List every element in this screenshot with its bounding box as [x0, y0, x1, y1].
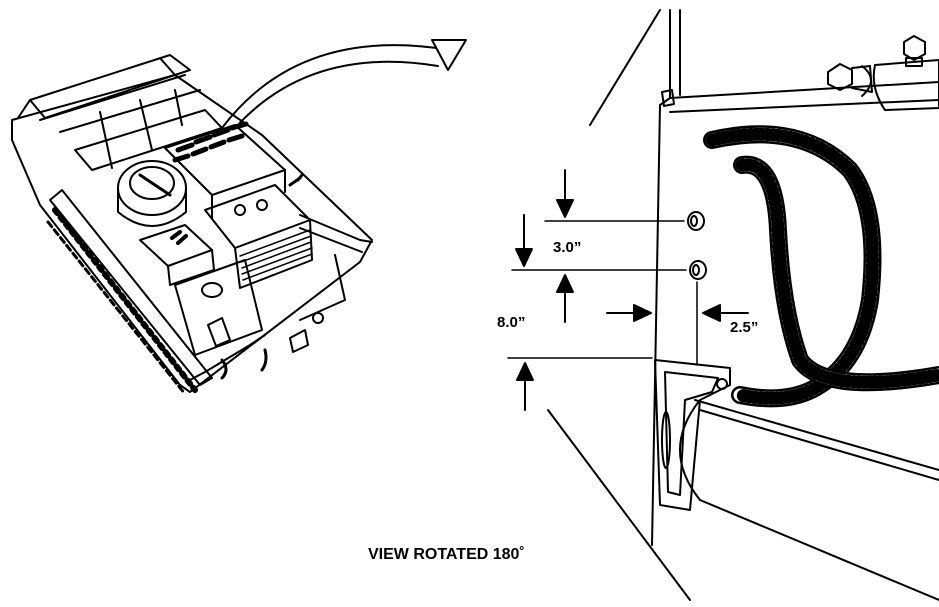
drill-hole-upper [687, 211, 705, 231]
panel-outline-left [589, 9, 661, 126]
label-horizontal-offset: 2.5” [730, 319, 758, 336]
vehicle-track [46, 189, 213, 396]
control-box [139, 224, 215, 286]
large-pipe [679, 399, 939, 601]
vehicle-overview [11, 54, 373, 396]
drill-hole-lower [689, 260, 707, 280]
pointer-arrow [221, 39, 467, 129]
panel-outline-bottom [547, 409, 691, 601]
round-tank [117, 160, 187, 227]
arrow-down-mid [515, 214, 533, 267]
vehicle-hull [11, 74, 373, 393]
arrow-left-offset [702, 304, 749, 322]
label-vertical-offset: 8.0” [497, 314, 525, 331]
corrugated-hose [703, 125, 939, 408]
pipe-bracket [654, 359, 731, 511]
front-panel [174, 259, 324, 381]
dimension-lines [507, 220, 698, 366]
bolt-upper [827, 63, 873, 97]
label-hole-spacing: 3.0” [553, 239, 581, 256]
battery-block [164, 121, 286, 219]
detail-view [507, 9, 939, 601]
arrow-right-offset [606, 304, 652, 322]
panel-edge-vertical [651, 9, 671, 546]
arrow-up-lower [556, 274, 574, 323]
arrow-up-base [516, 362, 534, 411]
view-caption: VIEW ROTATED 180˚ [368, 546, 525, 563]
top-bracket [661, 59, 939, 113]
vehicle-side-rail [299, 214, 373, 321]
bolt-top [903, 35, 926, 67]
dimension-arrows [515, 169, 749, 411]
arrow-down-upper [556, 169, 574, 218]
